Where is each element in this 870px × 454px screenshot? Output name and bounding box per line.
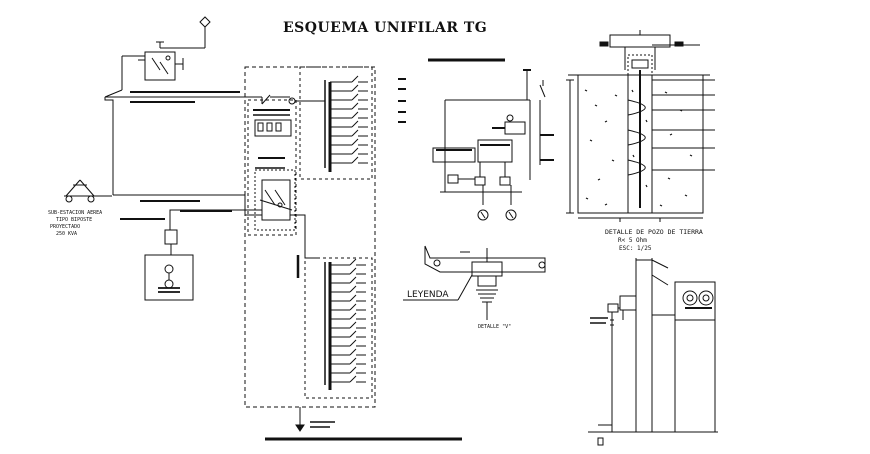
- well-soil-texture: [584, 89, 693, 207]
- control-schematic: [428, 58, 554, 221]
- pole-elevation-detail: [588, 258, 718, 446]
- detail-v-label: DETALLE "V": [478, 324, 512, 330]
- main-panel-tg: [244, 66, 462, 441]
- substation-label-line-4: 250 KVA: [56, 231, 78, 237]
- ground-well-resistance: R< 5 Ohm: [618, 237, 647, 244]
- switch-box: [138, 51, 184, 81]
- ground-well-scale: ESC: 1/25: [619, 245, 652, 252]
- legend-label: LEYENDA: [407, 290, 449, 300]
- upper-branch-circuits: [330, 75, 368, 164]
- substation-label-line-3: PROYECTADO: [50, 224, 81, 230]
- diagram-title: ESQUEMA UNIFILAR TG: [283, 20, 488, 36]
- ground-meter-box: [144, 254, 194, 301]
- lower-branch-circuits: [330, 258, 366, 383]
- ground-well-title: DETALLE DE POZO DE TIERRA: [605, 228, 703, 236]
- meter-symbol-top: [156, 16, 211, 49]
- substation-feeder: [64, 16, 262, 301]
- legend-detail-v: [403, 245, 546, 320]
- ground-well-detail: [566, 30, 715, 222]
- transformer-cart-icon: [64, 179, 112, 203]
- well-leader-lines: [639, 30, 715, 171]
- substation-label-line-2: TIPO BIPOSTE: [56, 217, 93, 223]
- substation-label-line-1: SUB-ESTACION AEREA: [48, 210, 103, 216]
